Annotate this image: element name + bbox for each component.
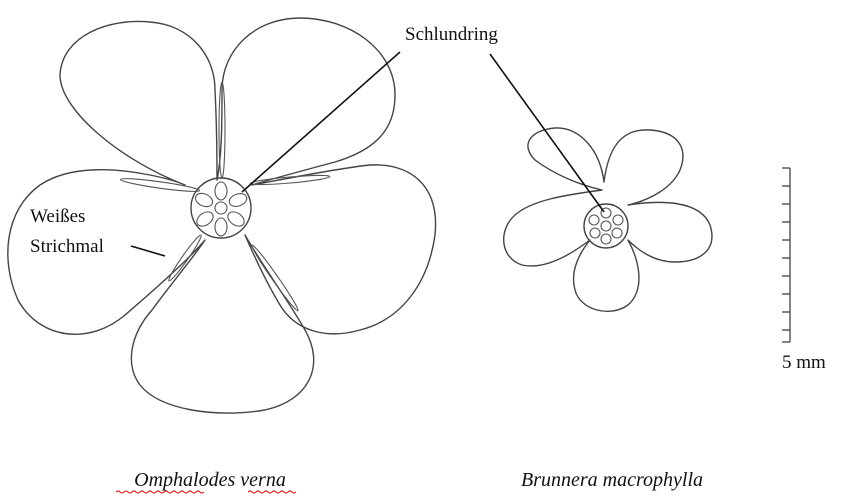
white-line-mark bbox=[250, 174, 330, 187]
leader-line-schlundring-left bbox=[242, 52, 400, 192]
label-schlundring: Schlundring bbox=[405, 24, 498, 45]
label-strichmal: Strichmal bbox=[30, 236, 104, 257]
scale-bar bbox=[782, 168, 790, 342]
brunnera-throat-ring bbox=[584, 204, 628, 248]
label-weisses: Weißes bbox=[30, 206, 85, 227]
leader-line-schlundring-right bbox=[490, 54, 604, 212]
brunnera-outline bbox=[504, 128, 712, 311]
omphalodes-throat-ring bbox=[191, 178, 251, 238]
white-line-mark bbox=[166, 233, 203, 282]
white-line-mark bbox=[120, 176, 200, 193]
brunnera-flower bbox=[504, 128, 712, 311]
species-name-omphalodes: Omphalodes verna bbox=[134, 469, 286, 491]
spellcheck-underline-verna bbox=[248, 491, 296, 493]
leader-line-strichmal bbox=[131, 246, 165, 256]
species-name-brunnera: Brunnera macrophylla bbox=[521, 469, 703, 491]
spellcheck-underline-omphalodes bbox=[116, 491, 204, 493]
label-scale: 5 mm bbox=[782, 352, 826, 373]
